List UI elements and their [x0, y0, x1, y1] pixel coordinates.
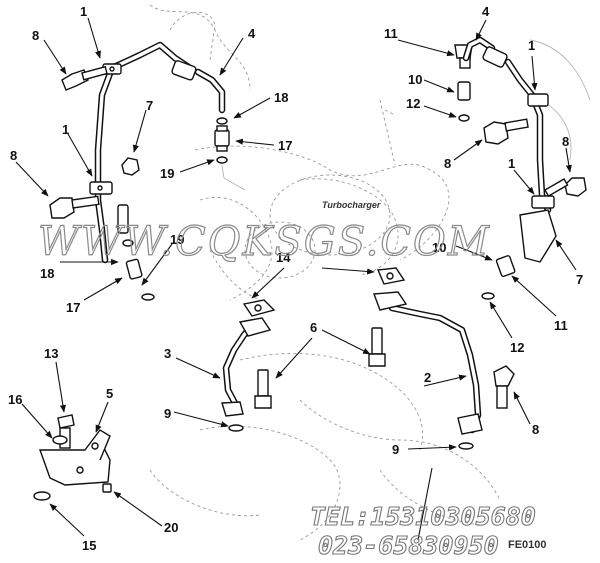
callout-c35: 15	[82, 538, 96, 553]
callout-c4: 18	[274, 90, 288, 105]
callout-c36: 20	[164, 520, 178, 535]
callout-c30: 9	[164, 406, 171, 421]
upper-left-oil-tube	[94, 41, 194, 264]
callout-c29: 8	[532, 422, 539, 437]
bracket-right	[519, 209, 557, 263]
callout-c7: 7	[146, 98, 153, 113]
callout-c12: 17	[66, 300, 80, 315]
contact-phone: 023-65830950	[318, 531, 499, 560]
callout-c11: 18	[40, 266, 54, 281]
callout-c21: 10	[432, 240, 446, 255]
callout-c33: 16	[8, 392, 22, 407]
guide-line-top	[221, 164, 246, 191]
callout-c25: 14	[276, 250, 291, 265]
upper-right-elbow-4	[462, 36, 508, 68]
engine-ghost-outline	[149, 4, 591, 541]
bolt-6-right	[368, 327, 386, 367]
lower-left-fitting	[117, 204, 155, 301]
callout-c32: 13	[44, 346, 58, 361]
washer-15	[33, 491, 51, 501]
bolt-6-left	[254, 369, 272, 409]
callout-c8: 1	[62, 122, 69, 137]
callout-c19: 8	[562, 134, 569, 149]
callout-c3: 4	[248, 26, 256, 41]
screw-20	[102, 483, 112, 493]
callout-c31: 9	[392, 442, 399, 457]
callout-c15: 1	[528, 38, 535, 53]
bolt-lower-right	[544, 177, 587, 198]
callout-c20: 1	[508, 156, 515, 171]
callout-c9: 8	[10, 148, 17, 163]
callout-c27: 3	[164, 346, 171, 361]
callout-c26: 6	[310, 320, 317, 335]
gasket-14-left	[242, 299, 276, 317]
callout-c23: 11	[554, 318, 568, 333]
bolt-upper-left	[61, 65, 108, 91]
clamp-middle-left	[89, 181, 113, 195]
clamp-lower-right	[531, 195, 555, 209]
callout-c1: 1	[80, 4, 87, 19]
bolt-upper-right	[483, 118, 529, 145]
gasket-14-right	[376, 267, 406, 285]
watermark-text: WWW.CQKSGS.COM	[38, 219, 491, 265]
callout-c22: 7	[576, 272, 583, 287]
callout-c17: 12	[406, 96, 420, 111]
figure-code: FE0100	[508, 539, 547, 551]
fitting-10-lower-right	[481, 255, 516, 300]
upper-right-oil-tube	[504, 58, 552, 214]
callout-c2: 8	[32, 28, 39, 43]
callout-c6: 19	[160, 166, 174, 181]
callout-c5: 17	[278, 138, 292, 153]
tube-3-assembly	[221, 317, 272, 432]
callout-numbers: 1 8 4 18 17 19 7 1 8 19 18 17 11 4 1 10 …	[8, 4, 583, 553]
turbocharger-label: Turbocharger	[322, 200, 381, 210]
callout-c34: 5	[106, 386, 113, 401]
callout-c16: 10	[408, 72, 422, 87]
callout-c13: 11	[384, 26, 398, 41]
callout-c10: 19	[170, 232, 184, 247]
seal-18-top	[216, 117, 228, 125]
bolt-middle-left	[49, 195, 100, 219]
seal-19-top	[216, 156, 228, 164]
adapter-17-top	[214, 125, 230, 152]
callout-c18: 8	[444, 156, 451, 171]
callout-c28: 2	[424, 370, 431, 385]
nut-left	[121, 157, 140, 176]
contact-tel: TEL:15310305680	[310, 502, 536, 531]
clamp-upper-right	[527, 93, 549, 107]
callout-c24: 12	[510, 340, 524, 355]
tube-2-assembly	[373, 291, 483, 450]
bolt-8-lower-right	[493, 365, 515, 409]
washer-16	[52, 435, 68, 445]
callout-leaders	[15, 17, 577, 541]
banjo-fitting-upper	[171, 60, 226, 114]
callout-c14: 4	[482, 4, 490, 19]
bracket-5-assembly	[39, 429, 111, 486]
adapter-10-top-right	[457, 81, 471, 122]
